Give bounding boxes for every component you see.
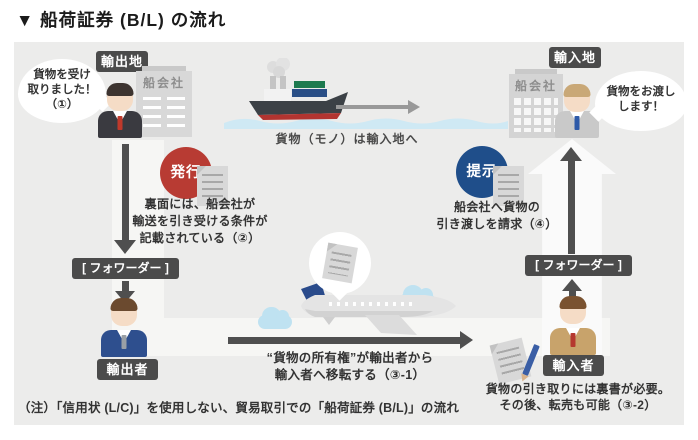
avatar-tie [570, 333, 576, 347]
location-badge-import: 輸入地 [549, 47, 601, 68]
building-windows [514, 98, 558, 132]
building-windows [167, 97, 185, 133]
document-fold [197, 166, 206, 175]
avatar-hair [559, 296, 587, 309]
cargo-ship-icon [249, 58, 348, 120]
import-speech-bubble: 貨物をお渡し します！ [589, 71, 687, 131]
forwarder-badge-export: [ フォワーダー ] [72, 258, 179, 279]
company-label: 船会社 [514, 79, 557, 93]
airplane-icon [301, 282, 456, 335]
flow-column-left [112, 140, 164, 318]
building-roof [142, 66, 186, 71]
company-label: 船会社 [142, 76, 185, 90]
person-icon [101, 298, 147, 357]
location-badge-export: 輸出地 [96, 51, 148, 72]
footnote: （注）「信用状 (L/C)」を使用しない、貿易取引での「船荷証券 (B/L)」の… [18, 401, 460, 415]
page-title: ▼ 船荷証券 (B/L) の流れ [16, 10, 227, 30]
avatar-hair [106, 83, 134, 96]
bl-document-icon [493, 166, 524, 206]
avatar-tie [121, 335, 127, 349]
actor-badge-importer: 輸入者 [543, 355, 604, 376]
present-note: 船会社へ貨物の 引き渡しを請求（④） [436, 200, 558, 231]
avatar-tie [574, 116, 580, 130]
export-speech-bubble: 貨物を受け 取りました！ （①） [18, 59, 112, 123]
sea-caption: 貨物（モノ）は輸入地へ [275, 132, 419, 146]
person-icon [555, 84, 599, 138]
building-roof [515, 69, 557, 74]
document-lines [202, 174, 223, 200]
wave-icon [224, 118, 508, 129]
shipping-company-building-icon: 船会社 [136, 66, 192, 137]
bl-bubble [309, 232, 371, 301]
building-windows [143, 97, 161, 133]
actor-badge-exporter: 輸出者 [97, 359, 158, 380]
person-icon [98, 83, 142, 138]
forwarder-badge-import: [ フォワーダー ] [525, 255, 632, 276]
avatar-tie [117, 116, 123, 130]
document-lines [328, 251, 352, 277]
cloud-icon [258, 306, 292, 329]
bl-document-icon [197, 166, 228, 206]
shipping-company-building-icon: 船会社 [509, 69, 563, 138]
bl-document-icon [322, 242, 358, 284]
person-icon [550, 296, 596, 355]
avatar-hair [563, 84, 591, 97]
avatar-hair [110, 298, 138, 311]
document-fold [493, 166, 502, 175]
endorsement-note: 貨物の引き取りには裏書が必要。 その後、転売も可能（③-2） [485, 382, 671, 412]
document-lines [498, 174, 519, 200]
transfer-note: “貨物の所有権”が輸出者から 輸入者へ移転する（③-1） [266, 351, 434, 382]
issue-note: 裏面には、船会社が 輸送を引き受ける条件が 記載されている（②） [132, 197, 268, 245]
